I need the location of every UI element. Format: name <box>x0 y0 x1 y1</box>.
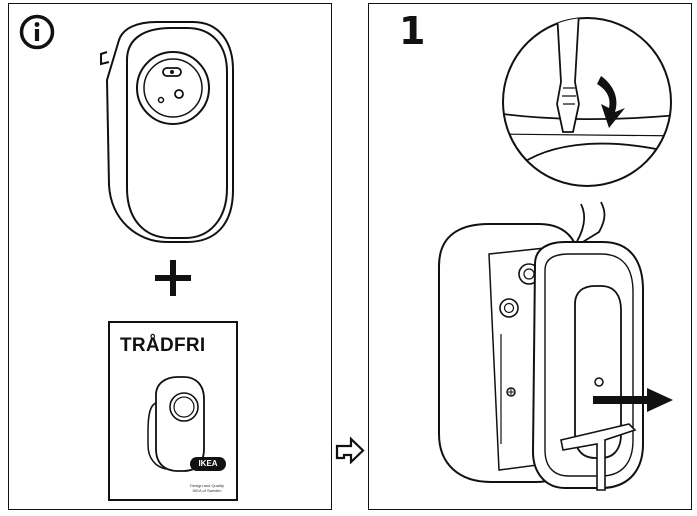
ikea-logo: IKEA <box>190 457 226 471</box>
manual-booklet: TRÅDFRI IKEA Design and Quality IKEA of … <box>108 321 238 501</box>
ikea-tagline: Design and Quality IKEA of Sweden <box>190 483 224 493</box>
plus-icon <box>155 260 191 296</box>
step-number: 1 <box>399 9 426 53</box>
info-icon <box>19 14 55 50</box>
step-panel: 1 <box>368 3 692 510</box>
info-panel: TRÅDFRI IKEA Design and Quality IKEA of … <box>8 3 332 510</box>
step-illustration <box>438 17 673 491</box>
remote-illustration <box>147 376 205 472</box>
smart-plug-illustration <box>100 21 234 243</box>
booklet-title: TRÅDFRI <box>120 335 206 356</box>
arrow-right-outline-icon <box>335 436 365 464</box>
